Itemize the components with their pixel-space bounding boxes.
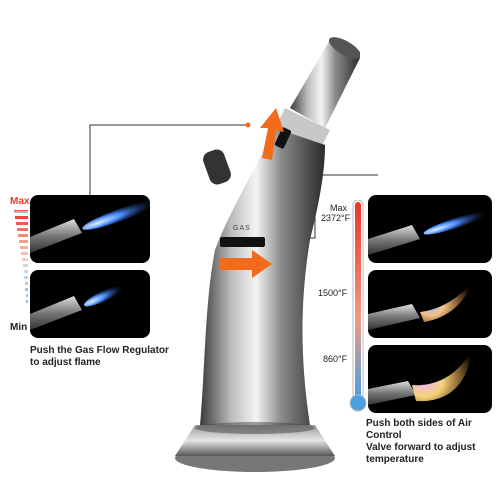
flame-image-min	[30, 285, 125, 330]
temp-flame-mid	[368, 280, 474, 330]
scale-max-label: Max	[10, 196, 30, 207]
scale-bars	[14, 210, 28, 303]
temp-mid-label: 1500°F	[318, 288, 348, 298]
temp-low-label: 860°F	[323, 354, 348, 364]
thermo-max-label: Max	[330, 203, 348, 213]
scale-min-label: Min	[10, 322, 28, 333]
temp-panel-mid	[368, 270, 492, 338]
gas-label: GAS	[233, 225, 251, 232]
temp-flame-high	[368, 211, 489, 255]
temp-panel-high	[368, 195, 492, 263]
torch-lighter-image	[175, 37, 360, 472]
gas-flow-scale: Max Min	[10, 196, 34, 333]
temp-high-label: 2372°F	[321, 213, 351, 223]
gas-flow-caption: Push the Gas Flow Regulator to adjust fl…	[30, 345, 169, 368]
flame-panel-max	[30, 195, 150, 263]
temp-flame-low	[368, 349, 472, 405]
flame-panel-min	[30, 270, 150, 338]
thermometer-icon	[349, 200, 367, 412]
air-control-caption: Push both sides of Air Control Valve for…	[366, 418, 476, 465]
temp-panel-low	[368, 345, 492, 413]
flame-image-max	[30, 200, 150, 253]
